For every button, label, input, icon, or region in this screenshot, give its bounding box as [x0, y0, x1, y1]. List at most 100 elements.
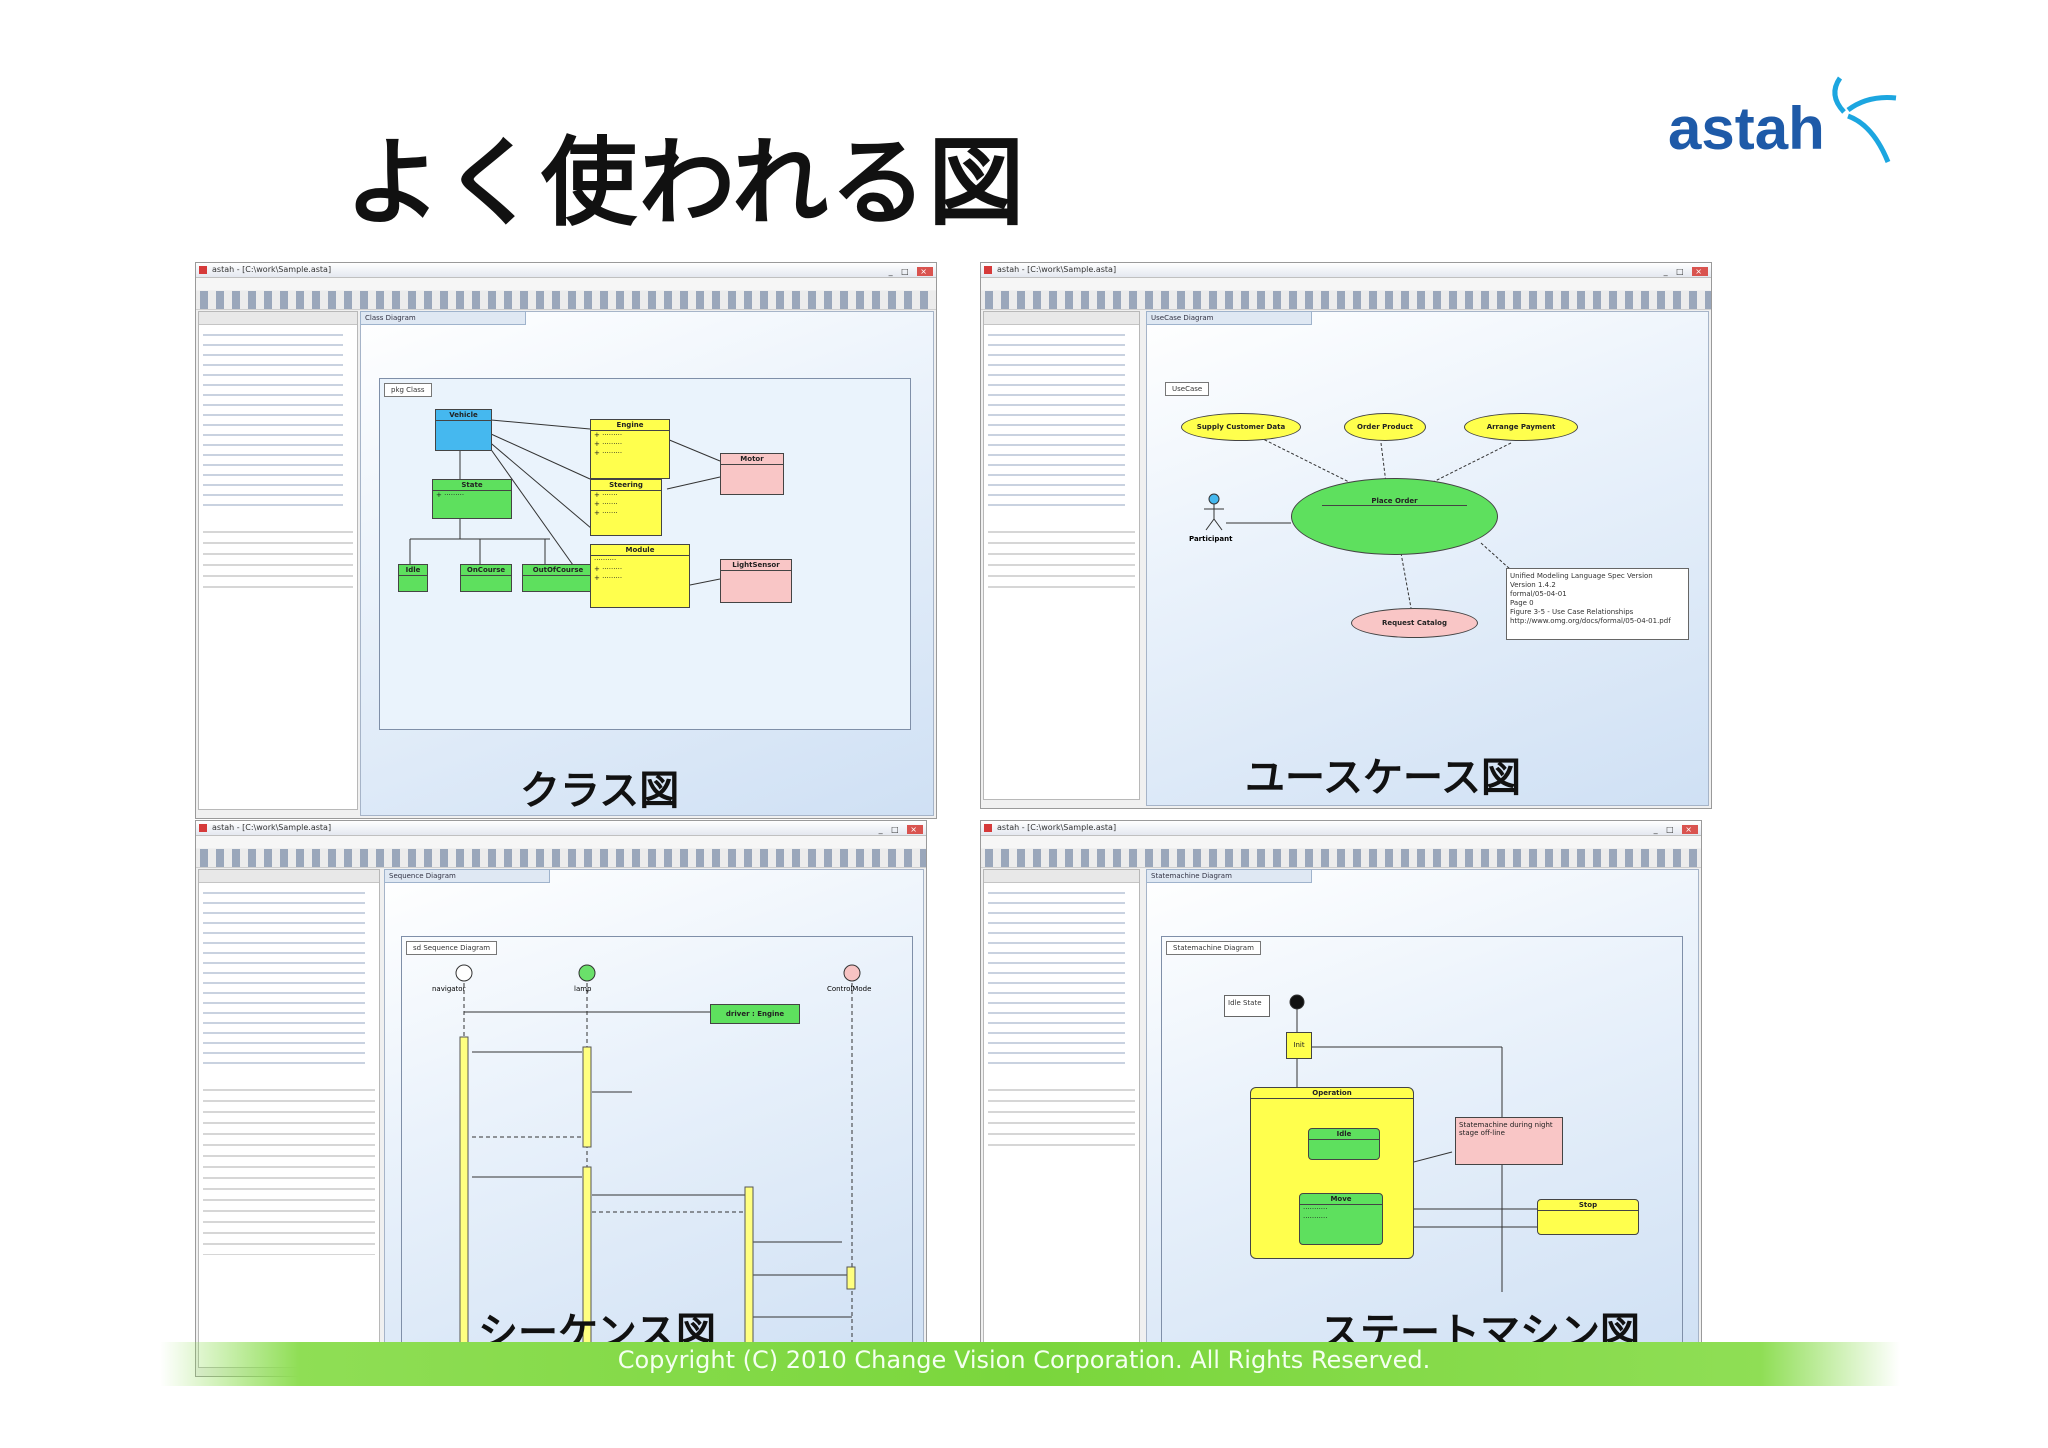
statemachine-diagram-canvas[interactable]: Statemachine Diagram Idle State Init Ope…	[1161, 936, 1683, 1358]
pane-tabs[interactable]	[199, 312, 357, 325]
state-name: Operation	[1251, 1088, 1413, 1099]
model-tree[interactable]	[988, 888, 1125, 1068]
project-tree-pane[interactable]	[198, 311, 358, 810]
statemachine-diagram-window[interactable]: astah - [C:\work\Sample.asta] _ □ × Stat…	[980, 820, 1702, 1367]
project-tree-pane[interactable]	[983, 869, 1140, 1358]
window-titlebar[interactable]: astah - [C:\work\Sample.asta] _ □ ×	[981, 263, 1711, 278]
class-diagram-label: クラス図	[520, 768, 680, 814]
actor-name: Participant	[1189, 535, 1233, 543]
window-title: astah - [C:\work\Sample.asta]	[997, 823, 1117, 832]
model-tree[interactable]	[988, 330, 1125, 510]
main-toolbar[interactable]	[196, 291, 936, 310]
main-toolbar[interactable]	[981, 849, 1701, 868]
class-box-oncourse[interactable]: OnCourse	[460, 564, 512, 592]
state-transitions	[1257, 994, 1537, 1292]
class-box-engine[interactable]: Engine + ·········+ ·········+ ·········	[590, 419, 670, 479]
pane-tabs[interactable]	[984, 312, 1139, 325]
diagram-tab[interactable]: Sequence Diagram	[384, 869, 550, 883]
class-diagram-canvas[interactable]: pkg Class Vehicle Engin	[379, 378, 911, 730]
menu-bar[interactable]	[981, 836, 1701, 848]
usecase-supply-customer-data[interactable]: Supply Customer Data	[1181, 413, 1301, 441]
project-tree-pane[interactable]	[198, 869, 380, 1368]
model-tree[interactable]	[203, 330, 343, 510]
created-object-box[interactable]: driver : Engine	[710, 1004, 800, 1024]
state-name: Move	[1300, 1194, 1382, 1205]
class-box-module[interactable]: Module ··········+ ·········+ ·········	[590, 544, 690, 608]
menu-bar[interactable]	[196, 836, 926, 848]
window-titlebar[interactable]: astah - [C:\work\Sample.asta] _ □ ×	[981, 821, 1701, 836]
class-box-outofcourse[interactable]: OutOfCourse	[522, 564, 594, 592]
window-title: astah - [C:\work\Sample.asta]	[997, 265, 1117, 274]
app-icon	[199, 824, 207, 832]
class-box-lightsensor[interactable]: LightSensor	[720, 559, 792, 603]
project-tree-pane[interactable]	[983, 311, 1140, 800]
usecase-place-order[interactable]: Place Order	[1291, 478, 1498, 555]
main-toolbar[interactable]	[196, 849, 926, 868]
window-controls[interactable]: _ □ ×	[1664, 265, 1708, 279]
logo-text: astah	[1668, 95, 1825, 162]
note-line: formal/05-04-01	[1510, 590, 1567, 598]
diagram-frame-label: UseCase	[1165, 382, 1210, 396]
model-tree[interactable]	[203, 888, 365, 1068]
state-stop[interactable]: Stop	[1537, 1199, 1639, 1235]
main-toolbar[interactable]	[981, 291, 1711, 310]
window-titlebar[interactable]: astah - [C:\work\Sample.asta] _ □ ×	[196, 821, 926, 836]
pane-tabs[interactable]	[199, 870, 379, 883]
usecase-order-product[interactable]: Order Product	[1344, 413, 1426, 441]
menu-bar[interactable]	[196, 278, 936, 290]
usecase-arrange-payment[interactable]: Arrange Payment	[1464, 413, 1578, 441]
class-name: Engine	[591, 420, 669, 431]
usecase-diagram-window[interactable]: astah - [C:\work\Sample.asta] _ □ × UseC…	[980, 262, 1712, 809]
diagram-editor[interactable]	[1146, 869, 1699, 1364]
idle-state-note[interactable]: Idle State	[1224, 995, 1270, 1017]
window-controls[interactable]: _ □ ×	[889, 265, 933, 279]
sequence-diagram-canvas[interactable]: sd Sequence Diagram	[401, 936, 913, 1368]
note-line: Version 1.4.2	[1510, 581, 1556, 589]
usecase-name: Place Order	[1322, 497, 1467, 506]
class-name: LightSensor	[721, 560, 791, 571]
state-move[interactable]: Move ······················	[1299, 1193, 1383, 1245]
class-box-motor[interactable]: Motor	[720, 453, 784, 495]
diagram-tab[interactable]: Class Diagram	[360, 311, 526, 325]
note-line: Figure 3-5 - Use Case Relationships	[1510, 608, 1634, 616]
class-box-steering[interactable]: Steering + ·······+ ·······+ ·······	[590, 479, 662, 536]
window-controls[interactable]: _ □ ×	[1654, 823, 1698, 837]
class-name: OnCourse	[461, 565, 511, 576]
app-icon	[199, 266, 207, 274]
diagram-tab[interactable]: UseCase Diagram	[1146, 311, 1312, 325]
lifeline-label: lamp	[574, 985, 592, 993]
state-name: Idle	[1309, 1129, 1379, 1140]
class-box-state[interactable]: State + ·········	[432, 479, 512, 519]
state-idle[interactable]: Idle	[1308, 1128, 1380, 1160]
pane-tabs[interactable]	[984, 870, 1139, 883]
actor-participant[interactable]: Participant	[1189, 493, 1239, 553]
menu-bar[interactable]	[981, 278, 1711, 290]
property-view[interactable]	[988, 527, 1135, 597]
window-titlebar[interactable]: astah - [C:\work\Sample.asta] _ □ ×	[196, 263, 936, 278]
footer-band	[160, 1342, 1900, 1386]
slide-title: よく使われる図	[345, 127, 1027, 239]
sequence-diagram-window[interactable]: astah - [C:\work\Sample.asta] _ □ × Sequ…	[195, 820, 927, 1377]
reference-note[interactable]: Unified Modeling Language Spec Version V…	[1506, 568, 1689, 640]
usecase-diagram-canvas[interactable]: UseCase Supply Customer Data Order Produ…	[1161, 378, 1696, 788]
usecase-diagram-label: ユースケース図	[1245, 755, 1521, 801]
property-view[interactable]	[988, 1085, 1135, 1155]
sequence-messages	[455, 964, 861, 1368]
property-view[interactable]	[203, 1085, 375, 1255]
footer-copyright: Copyright (C) 2010 Change Vision Corpora…	[617, 1346, 1431, 1374]
side-note[interactable]: Statemachine during night stage off-line	[1455, 1117, 1563, 1165]
state-init[interactable]: Init	[1286, 1032, 1312, 1059]
class-name: Motor	[721, 454, 783, 465]
diagram-editor[interactable]	[1146, 311, 1709, 806]
class-box-idle[interactable]: Idle	[398, 564, 428, 592]
astah-logo: astah	[1668, 70, 1900, 170]
window-controls[interactable]: _ □ ×	[879, 823, 923, 837]
diagram-frame-label: Statemachine Diagram	[1166, 941, 1261, 955]
class-box-vehicle[interactable]: Vehicle	[435, 409, 492, 451]
composite-state-operation[interactable]: Operation Idle Move ····················…	[1250, 1087, 1414, 1259]
diagram-tab[interactable]: Statemachine Diagram	[1146, 869, 1312, 883]
class-diagram-window[interactable]: astah - [C:\work\Sample.asta] _ □ × Clas…	[195, 262, 937, 819]
class-name: State	[433, 480, 511, 491]
usecase-request-catalog[interactable]: Request Catalog	[1351, 608, 1478, 638]
property-view[interactable]	[203, 527, 353, 597]
